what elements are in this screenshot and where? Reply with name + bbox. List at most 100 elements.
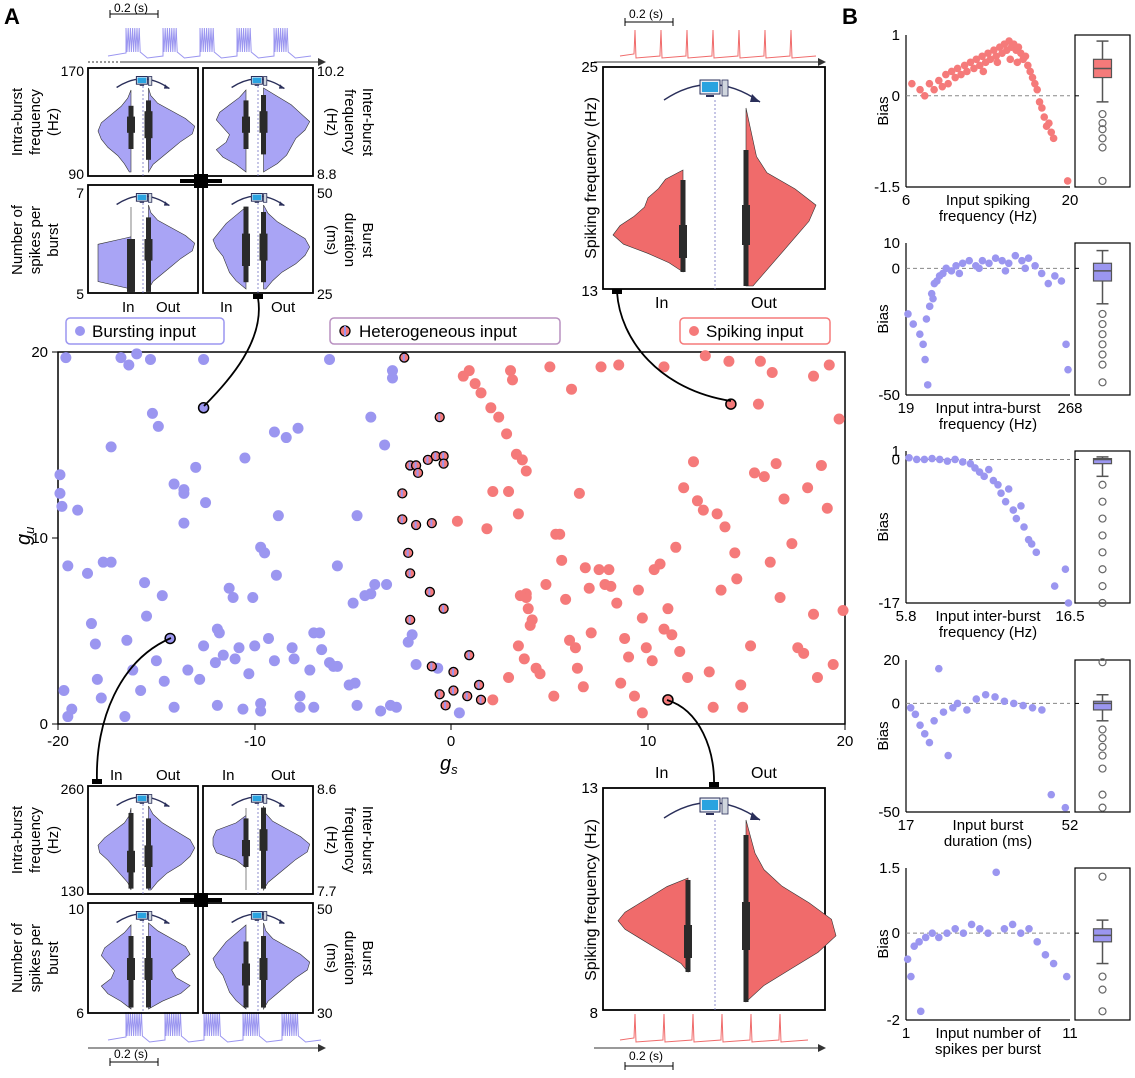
scatter-point-spiking [493, 411, 505, 423]
in-label: In [220, 299, 233, 316]
y-min-label: 130 [61, 883, 85, 899]
scale-bar-top-right: 0.2 (s) [624, 7, 674, 26]
scatter-point-bursting [351, 699, 363, 711]
scatter-point-spiking [821, 502, 833, 514]
bias-point [1045, 119, 1053, 127]
x-axis-label: Input inter-burst [935, 608, 1041, 625]
y-axis-label: Number of [9, 204, 26, 275]
scatter-point-spiking [487, 486, 499, 497]
scatter-point-spiking [485, 402, 497, 414]
y-axis-label: Bias [875, 929, 892, 958]
computer-screen-icon [252, 795, 262, 802]
y-axis-label: frequency [341, 89, 358, 155]
bias-point [975, 264, 983, 273]
y-axis-label: duration [341, 931, 358, 985]
box-outlier [1098, 309, 1107, 319]
scatter-point-spiking [636, 612, 648, 624]
box-outlier [1098, 378, 1107, 387]
scatter-point-spiking [573, 487, 585, 499]
scatter-point-bursting [105, 556, 117, 568]
bias-point [1061, 803, 1070, 812]
scatter-point-spiking [731, 573, 743, 585]
scatter-point-spiking [571, 662, 583, 674]
scatter-point-spiking [585, 627, 597, 639]
legend-box-spiking [679, 317, 831, 345]
y-axis-label: Spiking frequency (Hz) [583, 819, 600, 981]
scatter-point-bursting [146, 407, 158, 419]
scatter-point-spiking [802, 482, 814, 494]
y-axis-label: Spiking frequency (Hz) [583, 97, 600, 259]
bias-point [1031, 79, 1039, 88]
y-axis-label: burst [45, 941, 62, 975]
violin-half-output [148, 204, 196, 291]
computer-stand-icon [254, 919, 260, 921]
bias-point [994, 480, 1002, 489]
connector-anchor [709, 782, 719, 787]
computer-tower-icon [263, 911, 268, 921]
violin-box [144, 958, 153, 980]
scatter-point-bursting [324, 353, 336, 365]
scatter-point-bursting [60, 352, 72, 364]
scatter-point-bursting [152, 420, 164, 432]
scale-bar-label: 0.2 (s) [114, 1, 148, 15]
scatter-point-bursting [247, 592, 259, 604]
x-tick-label: -10 [244, 733, 266, 750]
scatter-point-bursting [223, 582, 235, 594]
bias-point [935, 664, 943, 673]
scatter-point-bursting [198, 640, 210, 652]
y-min-label: 5 [76, 286, 84, 302]
bias-point [935, 76, 943, 85]
scatter-point-bursting [158, 675, 170, 687]
bias-point [1017, 502, 1025, 510]
violin-panel-frame [602, 66, 826, 290]
bias-point [993, 58, 1002, 67]
computer-tower-icon [148, 794, 153, 804]
bias-point [947, 267, 956, 275]
scatter-point-spiking [719, 521, 731, 533]
violin-box [684, 925, 692, 958]
violin-box [242, 116, 250, 133]
violin-box [127, 958, 135, 980]
y-tick-label: -50 [878, 804, 900, 821]
scatter-point-spiking [636, 707, 648, 719]
bias-point [916, 85, 924, 94]
arrow-head-icon [278, 201, 285, 206]
arrow-head-icon [163, 84, 170, 89]
y-max-label: 13 [581, 780, 598, 797]
scatter-point-bursting [365, 588, 377, 600]
violin-half-input [212, 206, 247, 290]
x-tick-label: 20 [1062, 192, 1079, 209]
y-min-label: 8.8 [317, 166, 337, 182]
legend: Bursting input Heterogeneous input Spiki… [65, 317, 831, 345]
scatter-point-spiking [457, 370, 469, 382]
scatter-point-spiking [469, 378, 481, 390]
bias-point [979, 67, 988, 76]
scatter-point-spiking [815, 459, 827, 471]
scatter-point-bursting [89, 638, 101, 650]
bias-point [1064, 365, 1072, 374]
scatter-point-bursting [294, 690, 306, 702]
connector-top-right [616, 291, 732, 402]
y-tick-label: 20 [31, 344, 48, 361]
scatter-point-bursting [54, 469, 66, 481]
scatter-point-spiking [735, 679, 747, 691]
x-tick-label: 5.8 [896, 608, 917, 625]
bias-point [1004, 485, 1013, 493]
arrow-head-icon [278, 802, 285, 807]
computer-tower-icon [263, 794, 268, 804]
scatter-point-bursting [331, 660, 343, 672]
bias-point [1021, 264, 1030, 273]
bias-point [925, 738, 934, 747]
scatter-point-spiking [593, 564, 605, 576]
bias-point [916, 330, 924, 339]
y-tick-label: 0 [892, 451, 900, 468]
legend-marker-spiking [689, 326, 699, 336]
scatter-point-spiking [503, 672, 515, 683]
scatter-point-spiking [566, 383, 578, 395]
scatter-point-spiking [770, 458, 782, 470]
y-tick-label: -17 [878, 595, 900, 612]
y-max-label: 10.2 [317, 63, 344, 79]
bias-point [970, 64, 978, 73]
bias-point [1033, 85, 1041, 94]
x-tick-label: 19 [898, 400, 915, 417]
